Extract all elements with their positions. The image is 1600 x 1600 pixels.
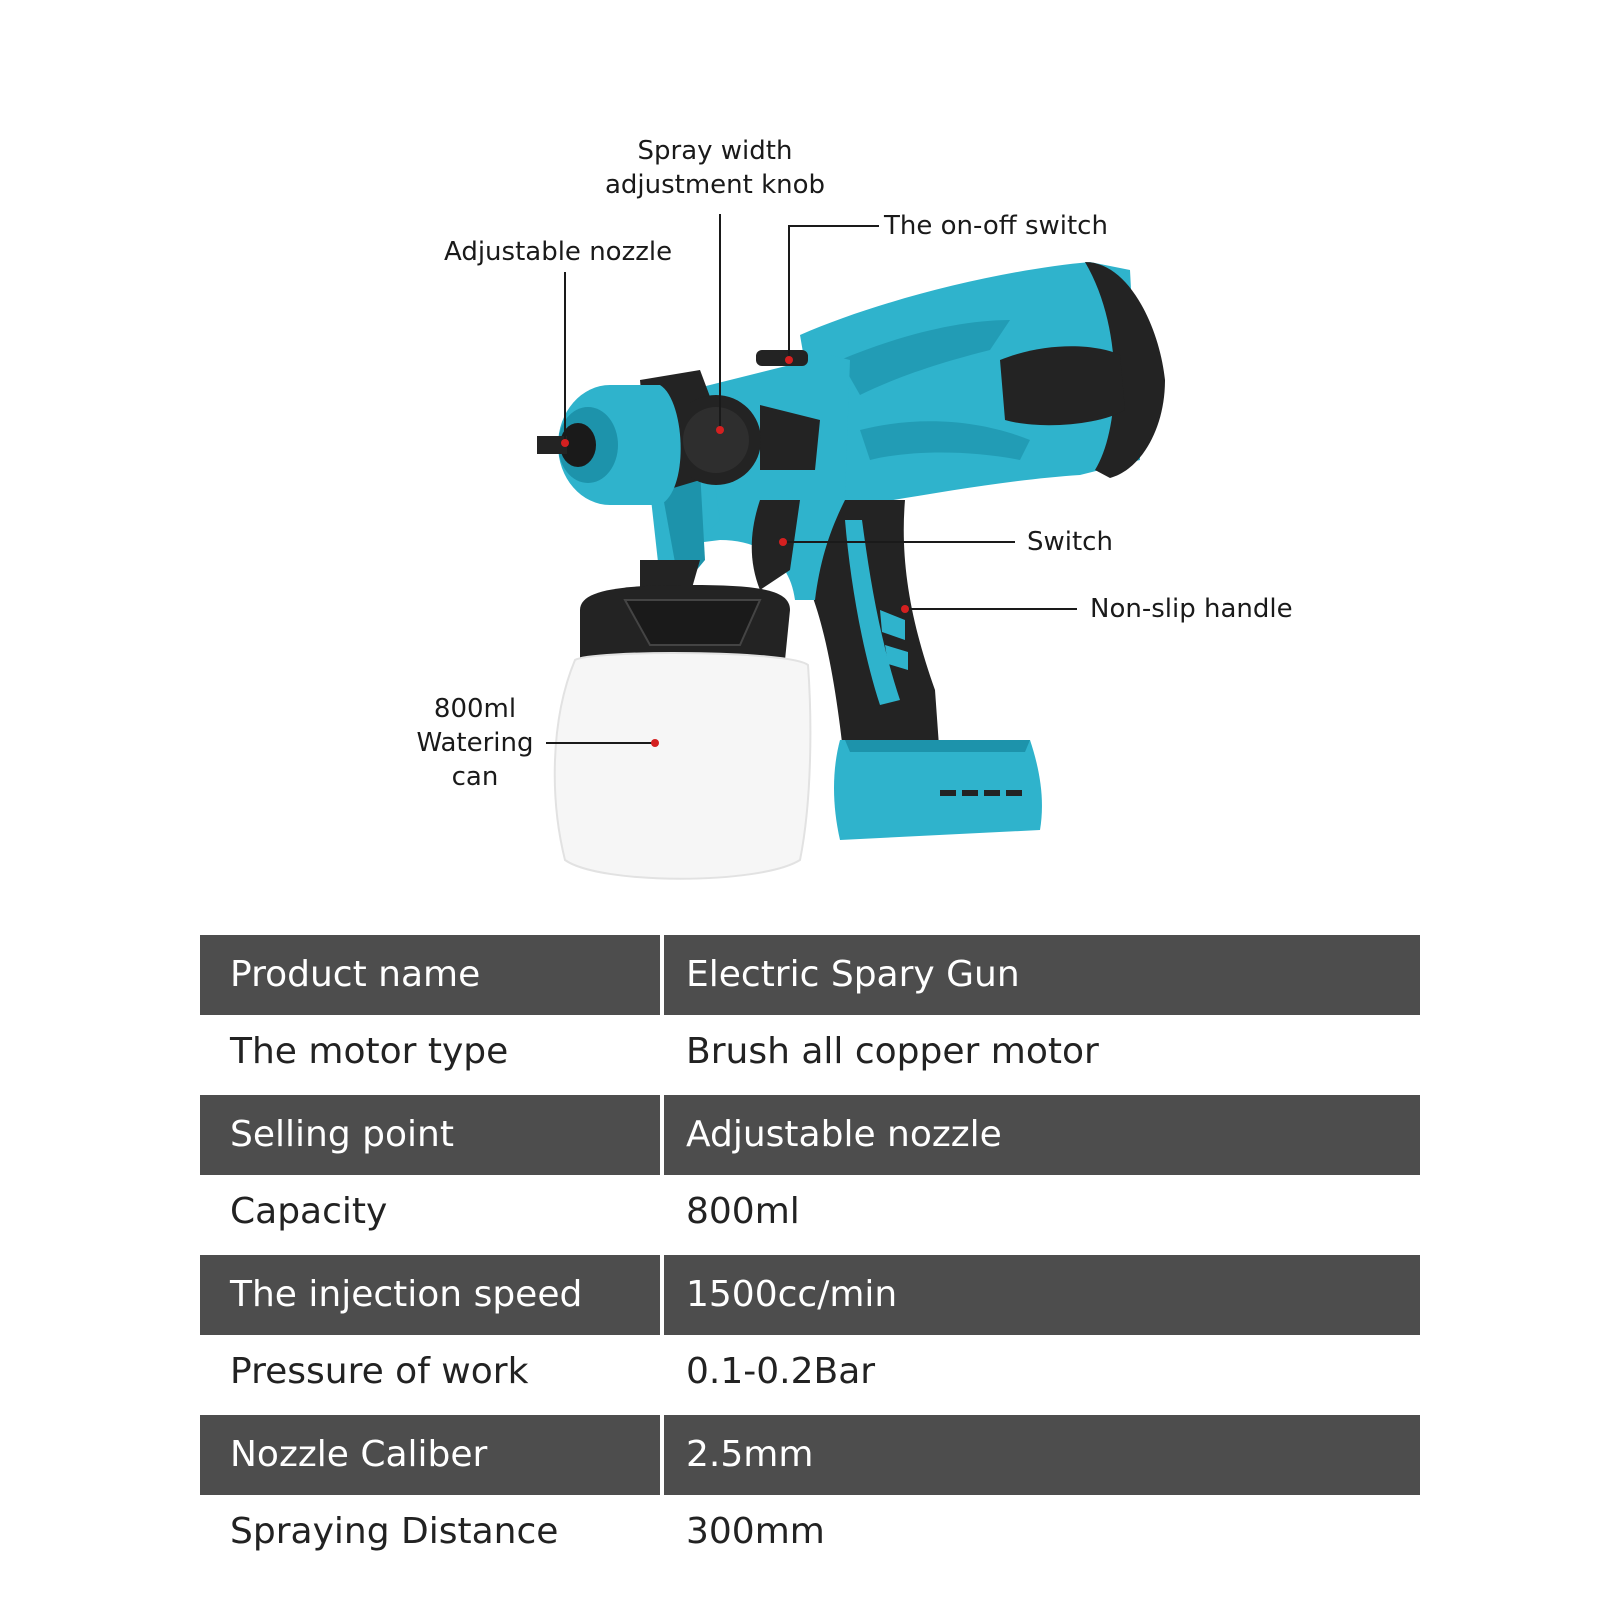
- non-slip-handle-label: Non-slip handle: [1090, 594, 1293, 624]
- spec-value: 2.5mm: [664, 1415, 1420, 1495]
- spec-label: Nozzle Caliber: [200, 1415, 660, 1495]
- spec-label: Product name: [200, 935, 660, 1015]
- watering-can-label-line2: Watering: [416, 728, 534, 758]
- nozzle-assembly: [537, 385, 700, 595]
- spec-row: The injection speed 1500cc/min: [200, 1255, 1420, 1335]
- spec-value: 0.1-0.2Bar: [664, 1335, 1420, 1415]
- watering-can-label: 800ml Watering can: [410, 692, 540, 794]
- motor-housing: [800, 262, 1165, 510]
- spec-table: Product name Electric Spary Gun The moto…: [200, 935, 1420, 1575]
- spec-label: The injection speed: [200, 1255, 660, 1335]
- spec-row: The motor type Brush all copper motor: [200, 1015, 1420, 1095]
- spec-row: Product name Electric Spary Gun: [200, 935, 1420, 1015]
- spec-label: Spraying Distance: [200, 1495, 660, 1575]
- spec-row: Capacity 800ml: [200, 1175, 1420, 1255]
- spec-value: Adjustable nozzle: [664, 1095, 1420, 1175]
- spec-value: 300mm: [664, 1495, 1420, 1575]
- spec-row: Nozzle Caliber 2.5mm: [200, 1415, 1420, 1495]
- spec-label: Pressure of work: [200, 1335, 660, 1415]
- spec-value: Electric Spary Gun: [664, 935, 1420, 1015]
- watering-can-label-line1: 800ml: [433, 694, 517, 724]
- spec-label: Selling point: [200, 1095, 660, 1175]
- paint-tank: [553, 652, 812, 880]
- switch-label: Switch: [1027, 527, 1113, 557]
- spray-gun-illustration: [537, 214, 1165, 880]
- tank-lid: [580, 585, 790, 668]
- spec-value: 1500cc/min: [664, 1255, 1420, 1335]
- spec-label: The motor type: [200, 1015, 660, 1095]
- adjustable-nozzle-label: Adjustable nozzle: [444, 237, 673, 267]
- spray-width-label-line1: Spray width: [637, 136, 793, 166]
- on-off-switch-label: The on-off switch: [884, 211, 1108, 241]
- spray-width-knob: [671, 395, 761, 485]
- spec-value: 800ml: [664, 1175, 1420, 1255]
- spec-row: Pressure of work 0.1-0.2Bar: [200, 1335, 1420, 1415]
- leader-lines: [546, 214, 1077, 744]
- spray-width-label-line2: adjustment knob: [604, 170, 826, 200]
- spec-row: Selling point Adjustable nozzle: [200, 1095, 1420, 1175]
- watering-can-label-line3: can: [451, 762, 499, 792]
- spec-value: Brush all copper motor: [664, 1015, 1420, 1095]
- callout-markers: [561, 356, 909, 747]
- spec-row: Spraying Distance 300mm: [200, 1495, 1420, 1575]
- battery-mount: [834, 740, 1042, 840]
- grip-handle: [810, 500, 940, 770]
- spec-label: Capacity: [200, 1175, 660, 1255]
- product-diagram: Spray width adjustment knob The on-off s…: [410, 134, 1293, 880]
- spray-width-label: Spray width adjustment knob: [600, 134, 830, 202]
